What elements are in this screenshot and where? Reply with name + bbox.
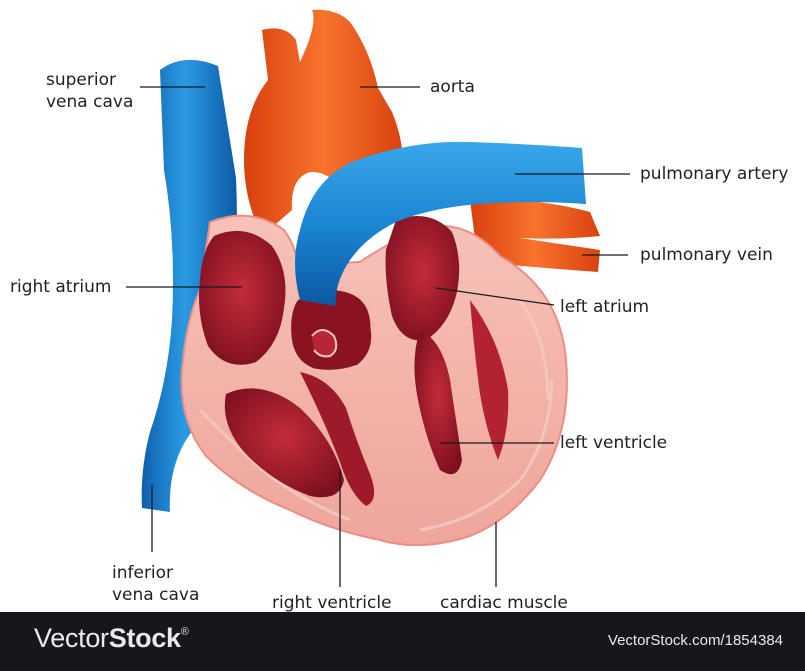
label-inferior-vena-cava: inferior vena cava — [112, 562, 199, 606]
label-left-atrium: left atrium — [560, 296, 649, 318]
label-left-ventricle: left ventricle — [560, 432, 667, 454]
label-superior-vena-cava-line1: superior — [46, 69, 133, 91]
label-right-atrium: right atrium — [10, 276, 111, 298]
watermark-footer: VectorStock® VectorStock.com/1854384 — [0, 612, 805, 671]
label-inferior-vena-cava-line1: inferior — [112, 562, 199, 584]
label-superior-vena-cava-line2: vena cava — [46, 91, 133, 113]
label-right-ventricle: right ventricle — [272, 592, 392, 614]
label-inferior-vena-cava-line2: vena cava — [112, 584, 199, 606]
brand-regular: Vector — [34, 623, 109, 653]
brand-mark: ® — [181, 626, 189, 638]
label-cardiac-muscle: cardiac muscle — [440, 592, 568, 614]
label-superior-vena-cava: superior vena cava — [46, 69, 133, 113]
brand-bold: Stock — [109, 623, 181, 653]
label-aorta: aorta — [430, 76, 475, 98]
vectorstock-logo: VectorStock® — [34, 623, 189, 654]
label-pulmonary-vein: pulmonary vein — [640, 244, 773, 266]
label-pulmonary-artery: pulmonary artery — [640, 163, 788, 185]
valve-leaflet — [312, 330, 336, 356]
image-url: VectorStock.com/1854384 — [608, 632, 783, 649]
